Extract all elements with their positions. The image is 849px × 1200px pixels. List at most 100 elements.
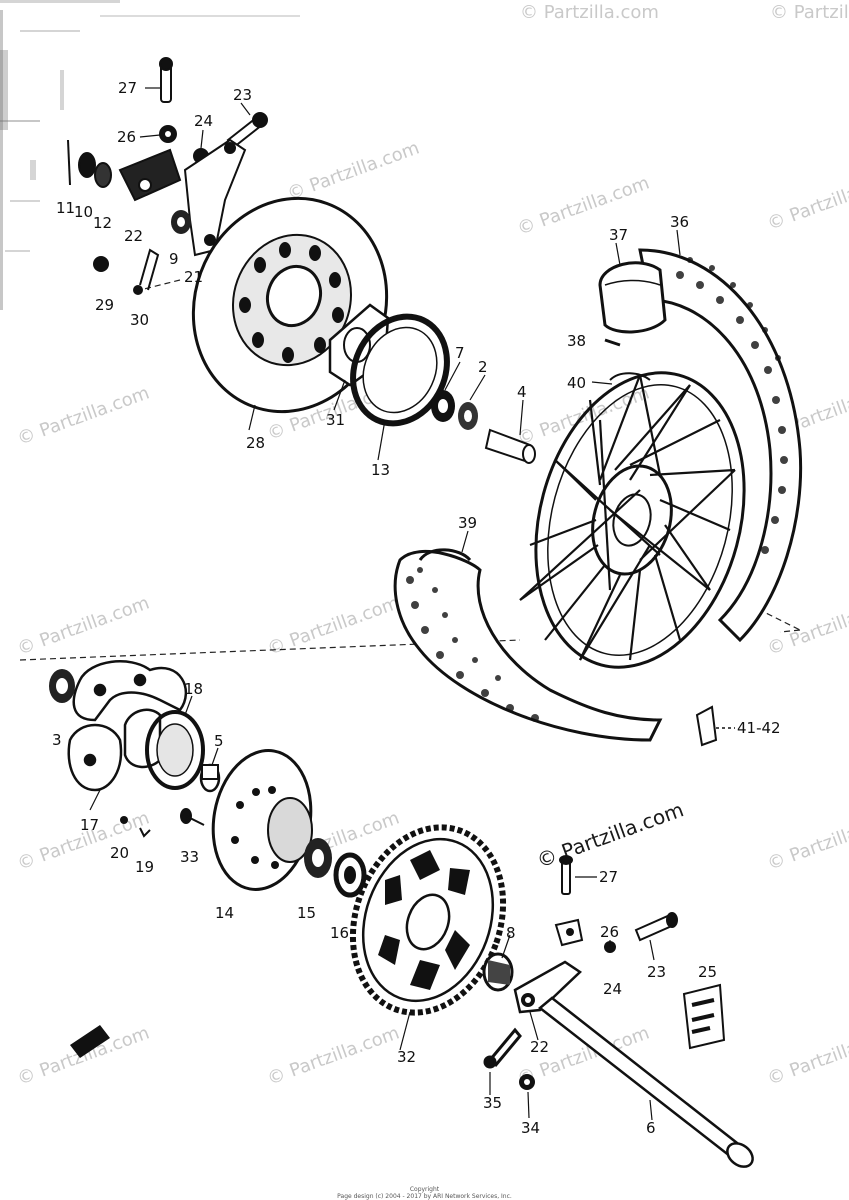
part-25-tag[interactable] [682, 983, 726, 1050]
leader-lines [89, 87, 681, 1121]
part-26-top-nut[interactable] [159, 125, 177, 143]
callout-26: 26 [600, 923, 619, 941]
callout-5: 5 [214, 732, 224, 750]
callout-2: 2 [478, 358, 488, 376]
part-14-sprocket-hub[interactable] [203, 743, 322, 898]
callout-23: 23 [233, 86, 252, 104]
scan-noise [0, 0, 300, 310]
callout-29: 29 [95, 296, 114, 314]
callout-24: 24 [603, 980, 622, 998]
callout-12: 12 [93, 214, 112, 232]
callout-11: 11 [56, 199, 75, 217]
callout-10: 10 [74, 203, 93, 221]
callout-39: 39 [458, 514, 477, 532]
tire-lower[interactable] [393, 549, 663, 742]
watermark-text: © Partzilla.com [15, 1022, 153, 1089]
wheel-spokes [519, 374, 736, 661]
part-7-bearing[interactable] [431, 390, 455, 422]
callout-14: 14 [215, 904, 234, 922]
callout-16: 16 [330, 924, 349, 942]
part-32-sprocket[interactable] [328, 806, 528, 1034]
part-11-10-12-adjuster-pieces[interactable] [67, 139, 182, 202]
wheel-assembly [393, 248, 803, 742]
callout-23: 23 [647, 963, 666, 981]
callout-27: 27 [118, 79, 137, 97]
callout-34: 34 [521, 1119, 540, 1137]
callout-25: 25 [698, 963, 717, 981]
part-4-sleeve[interactable] [484, 428, 536, 464]
callout-21: 21 [184, 268, 203, 286]
callout-40: 40 [567, 374, 586, 392]
part-13-seal-ring[interactable] [336, 301, 464, 439]
callout-13: 13 [371, 461, 390, 479]
watermark-text: © Partzilla.com [15, 382, 153, 449]
part-8-collar[interactable] [482, 952, 514, 992]
watermark-text: © Partzilla.com [765, 1022, 849, 1089]
watermark-text: © Partzilla.com [515, 172, 653, 239]
part-3-bearing[interactable] [49, 669, 75, 703]
part-22-chain-adjuster[interactable] [513, 960, 582, 1014]
part-30-cotter[interactable] [133, 248, 160, 295]
callout-32: 32 [397, 1048, 416, 1066]
part-40-rim-band[interactable] [609, 372, 651, 381]
part-41-42-valve-cap[interactable] [695, 705, 735, 747]
callout-22: 22 [530, 1038, 549, 1056]
watermark-text: © Partzilla.com [520, 2, 659, 23]
callout-31: 31 [326, 411, 345, 429]
part-2-spacer[interactable] [458, 402, 478, 430]
part-5-collar[interactable] [199, 763, 221, 793]
callout-41-42: 41-42 [737, 719, 781, 737]
callout-24: 24 [194, 112, 213, 130]
part-38-valve[interactable] [604, 338, 621, 347]
callout-28: 28 [246, 434, 265, 452]
part-15-bearing[interactable] [304, 838, 332, 878]
callout-19: 19 [135, 858, 154, 876]
part-6-axle[interactable] [538, 996, 757, 1171]
part-29-nut[interactable] [93, 256, 109, 272]
callout-26: 26 [117, 128, 136, 146]
part-20-19-washer-pin[interactable] [120, 816, 151, 838]
callout-27: 27 [599, 868, 618, 886]
watermark-text: © Partzilla.com [285, 137, 423, 204]
part-35-cotter[interactable] [483, 1027, 522, 1069]
watermark-text: © Partzilla.com [765, 167, 849, 234]
part-18-o-ring-plate[interactable] [145, 710, 205, 790]
part-16-seal[interactable] [333, 852, 367, 898]
callout-33: 33 [180, 848, 199, 866]
callout-36: 36 [670, 213, 689, 231]
page-design-credit: Page design (c) 2004 - 2017 by ARI Netwo… [337, 1193, 512, 1200]
wheel-rim[interactable] [505, 349, 776, 691]
callout-9: 9 [169, 250, 179, 268]
callout-8: 8 [506, 924, 516, 942]
watermark-text: © Partzilla.com [765, 807, 849, 874]
callout-17: 17 [80, 816, 99, 834]
part-33-bolt[interactable] [180, 808, 205, 826]
part-17-cush-rubbers[interactable] [67, 660, 188, 792]
part-39-rim-strip[interactable] [418, 548, 472, 562]
watermark-text: © Partzilla.com [534, 797, 687, 872]
callout-6: 6 [646, 1119, 656, 1137]
front-direction-arrow-icon [70, 1025, 110, 1058]
watermark-text: © Partzilla.com [265, 1022, 403, 1089]
callout-20: 20 [110, 844, 129, 862]
part-34-nut[interactable] [519, 1074, 535, 1090]
part-9-spacer[interactable] [171, 210, 191, 234]
adjuster-block[interactable] [554, 918, 584, 947]
callout-4: 4 [517, 383, 527, 401]
watermark-text: © Partzilla.com [770, 2, 849, 23]
callout-3: 3 [52, 731, 62, 749]
callout-30: 30 [130, 311, 149, 329]
callout-7: 7 [455, 344, 465, 362]
part-27-bolt[interactable] [559, 855, 573, 895]
callout-22: 22 [124, 227, 143, 245]
callout-35: 35 [483, 1094, 502, 1112]
callout-15: 15 [297, 904, 316, 922]
callout-18: 18 [184, 680, 203, 698]
part-37-tube[interactable] [598, 261, 667, 334]
part-23-bolt[interactable] [634, 912, 678, 942]
part-27-top-bolt[interactable] [159, 57, 173, 103]
callout-38: 38 [567, 332, 586, 350]
part-21-caliper-bracket[interactable] [183, 138, 247, 257]
